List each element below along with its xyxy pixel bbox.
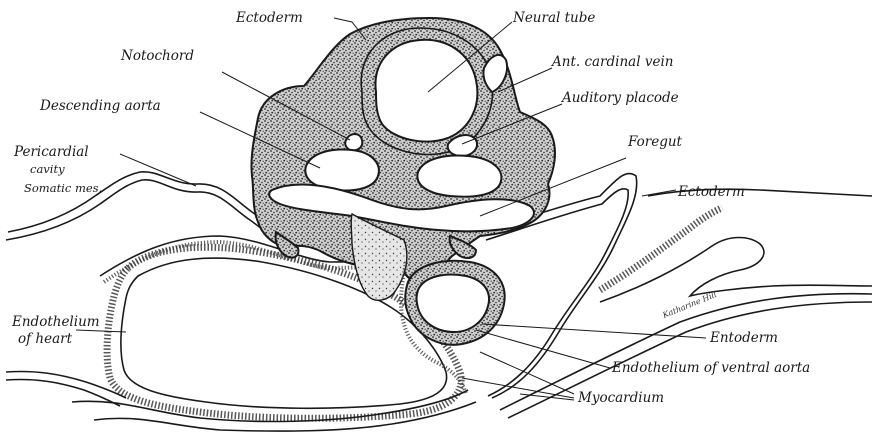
label-endothelium-heart-1: Endothelium — [11, 314, 100, 330]
label-pericardial-cavity-1: Pericardial — [13, 144, 89, 160]
label-somatic-mes: Somatic mes. — [24, 181, 102, 195]
label-endothelium-heart-2: of heart — [18, 331, 73, 347]
leader-pericardial-cavity — [120, 154, 196, 186]
descending-aorta-left — [305, 150, 379, 191]
leader-endothelium-heart — [76, 330, 126, 332]
neural-tube — [375, 40, 477, 142]
label-myocardium: Myocardium — [577, 390, 664, 406]
ectoderm-band-right — [600, 208, 722, 290]
label-pericardial-cavity-2: cavity — [30, 162, 65, 176]
leader-myocardium-1 — [480, 352, 574, 394]
label-ectoderm-right: Ectoderm — [677, 184, 745, 200]
label-entoderm: Entoderm — [709, 330, 778, 346]
label-notochord: Notochord — [120, 48, 194, 64]
label-descending-aorta: Descending aorta — [39, 98, 161, 114]
descending-aorta-right — [417, 156, 501, 197]
label-foregut: Foregut — [627, 134, 683, 150]
ectoderm-right-edge-2 — [600, 238, 872, 303]
label-ectoderm-top: Ectoderm — [235, 10, 303, 26]
leader-endothelium-ventral-aorta — [476, 330, 610, 368]
ventral-aorta-lumen — [417, 275, 490, 332]
artist-signature: Katharine Hill — [660, 290, 718, 320]
label-ant-cardinal-vein: Ant. cardinal vein — [550, 54, 673, 70]
label-neural-tube: Neural tube — [512, 10, 595, 26]
label-endothelium-ventral-aorta: Endothelium of ventral aorta — [611, 360, 810, 376]
label-auditory-placode: Auditory placode — [560, 90, 679, 106]
notochord — [345, 134, 362, 151]
